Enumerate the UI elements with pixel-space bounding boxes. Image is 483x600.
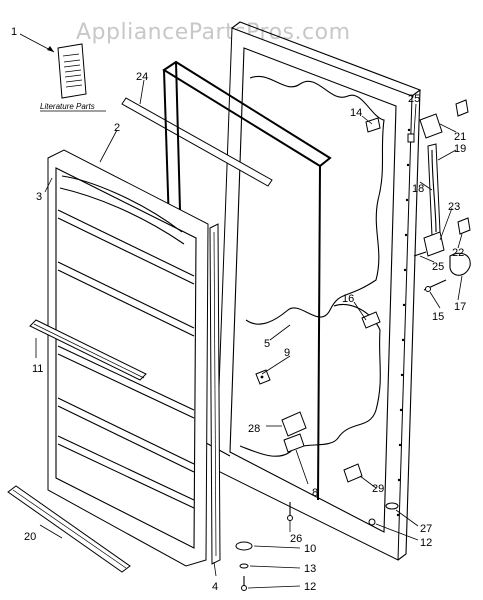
callout-25-bottom: 25	[432, 261, 444, 273]
literature-booklet	[57, 43, 87, 99]
callout-24: 24	[136, 71, 148, 83]
gasket-strip-24	[121, 97, 273, 187]
cabinet-door-frame	[215, 21, 422, 561]
handle-assembly	[407, 99, 471, 292]
watermark: AppliancePartsPros.com	[76, 20, 351, 45]
inner-liner-outline	[239, 75, 385, 457]
callout-4: 4	[212, 581, 218, 593]
bottom-hardware	[235, 463, 399, 591]
hinge-bracket-28	[281, 411, 309, 485]
callout-19: 19	[454, 143, 466, 155]
callout-29: 29	[372, 483, 384, 495]
callout-2: 2	[114, 122, 120, 134]
callout-25-top: 25	[408, 93, 420, 105]
callout-5: 5	[264, 338, 270, 350]
callout-8: 8	[312, 487, 318, 499]
fitting-16	[361, 311, 381, 329]
callout-22: 22	[452, 247, 464, 259]
callout-23: 23	[448, 201, 460, 213]
callout-21: 21	[454, 131, 466, 143]
inner-door-panel	[47, 149, 209, 567]
callout-1: 1	[11, 26, 17, 38]
callout-12-bottom: 12	[304, 581, 316, 593]
literature-parts-label: Literature Parts	[40, 102, 95, 111]
door-rail-11	[29, 319, 147, 381]
callout-28: 28	[248, 423, 260, 435]
callout-17: 17	[454, 301, 466, 313]
callout-14: 14	[350, 107, 362, 119]
callout-3: 3	[36, 191, 42, 203]
leader-lines	[19, 33, 463, 589]
callout-16: 16	[342, 293, 354, 305]
callout-13: 13	[304, 563, 316, 575]
callout-27: 27	[420, 523, 432, 535]
callout-20: 20	[24, 531, 36, 543]
frame-rivets	[396, 128, 411, 517]
callout-26: 26	[290, 533, 302, 545]
callout-10: 10	[304, 543, 316, 555]
callout-11: 11	[32, 363, 43, 375]
callout-12-right: 12	[420, 537, 432, 549]
callout-18: 18	[412, 183, 424, 195]
bottom-trim-20	[7, 485, 131, 573]
callout-15: 15	[432, 311, 444, 323]
callout-labels: 1 2 3 4 5 8 9 10 11 12 12 13 14 15 16 17…	[11, 26, 466, 593]
hinge-strip-4	[209, 223, 221, 565]
strike-bracket-9	[255, 369, 271, 385]
callout-9: 9	[284, 347, 290, 359]
